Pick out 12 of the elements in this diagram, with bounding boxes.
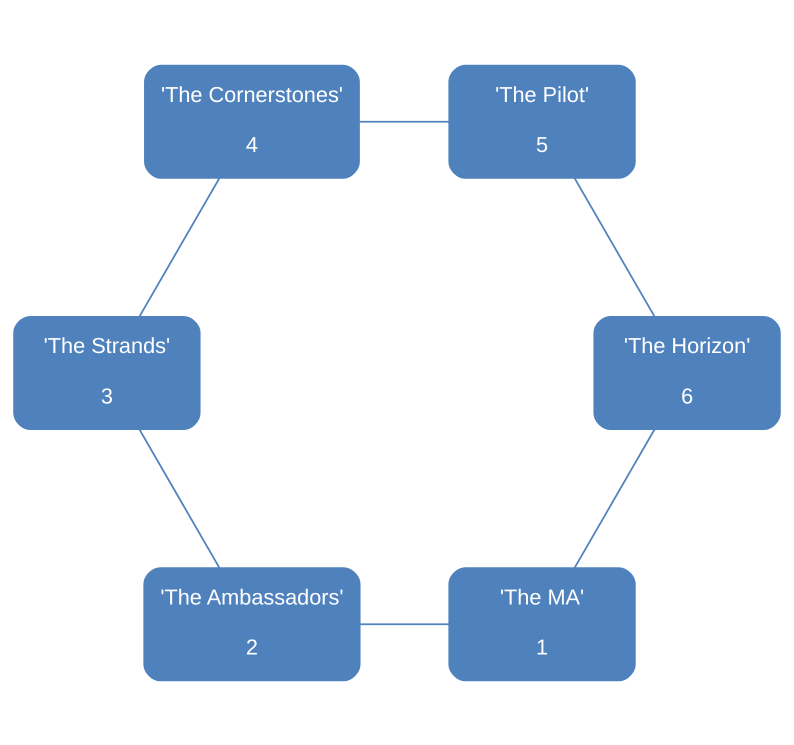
connector <box>360 120 449 122</box>
connector <box>574 428 656 568</box>
connector <box>138 428 220 568</box>
node-box: 'The Strands' 3 <box>13 315 201 430</box>
node-box: 'The Pilot' 5 <box>448 64 636 178</box>
connector <box>138 177 220 317</box>
connector <box>574 177 656 316</box>
node-box: 'The MA' 1 <box>448 566 636 681</box>
node-box: 'The Cornerstones' 4 <box>144 64 360 178</box>
connector <box>360 622 450 625</box>
node-box: 'The Ambassadors' 2 <box>143 566 361 681</box>
node-box: 'The Horizon' 6 <box>593 315 781 430</box>
